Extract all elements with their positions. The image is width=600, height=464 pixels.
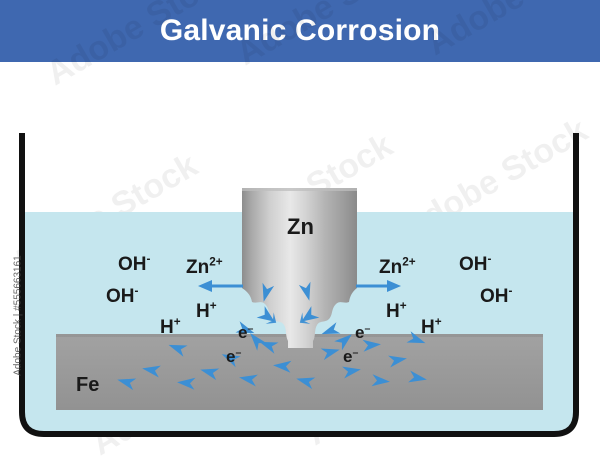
beaker-outline <box>19 133 579 437</box>
zinc-ion-arrow-right <box>356 280 401 292</box>
label-iron-plate: Fe <box>76 374 100 396</box>
label-proton-right-outer: H+ <box>421 315 442 338</box>
label-electron-right-upper: e– <box>355 322 371 342</box>
label-hydroxide-left-upper: OH- <box>118 252 151 275</box>
label-zinc-ion-right: Zn2+ <box>379 255 416 278</box>
label-hydroxide-right-upper: OH- <box>459 252 492 275</box>
title-banner: Galvanic Corrosion <box>0 0 600 62</box>
label-electron-left-lower: e– <box>226 346 242 366</box>
label-proton-left-inner: H+ <box>196 299 217 322</box>
label-zinc-ion-left: Zn2+ <box>186 255 223 278</box>
label-proton-right-inner: H+ <box>386 299 407 322</box>
page-title: Galvanic Corrosion <box>159 14 441 47</box>
zinc-electrode <box>242 188 357 348</box>
label-electron-right-lower: e– <box>343 346 359 366</box>
stock-watermark-id: Adobe Stock | #555663161 <box>12 255 24 376</box>
beaker-illustration <box>19 133 579 437</box>
label-zinc-electrode: Zn <box>287 214 314 239</box>
label-hydroxide-right-lower: OH- <box>480 284 513 307</box>
label-proton-left-outer: H+ <box>160 315 181 338</box>
label-electron-left-upper: e– <box>238 322 254 342</box>
label-hydroxide-left-lower: OH- <box>106 284 139 307</box>
zinc-ion-arrow-left <box>198 280 243 292</box>
